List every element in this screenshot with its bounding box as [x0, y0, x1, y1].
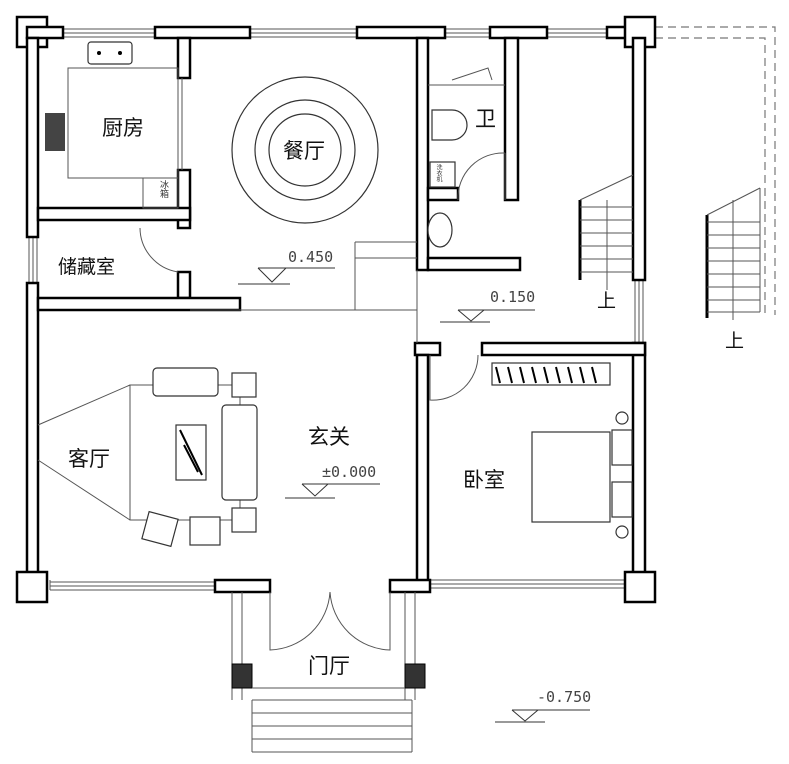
dining-steps — [190, 241, 418, 343]
outer-stair — [705, 187, 761, 320]
level-hall: 0.150 — [490, 288, 536, 306]
room-label-living: 客厅 — [68, 447, 110, 471]
doors — [139, 152, 506, 651]
level-dining: 0.450 — [288, 248, 334, 266]
entrance-porch — [231, 592, 426, 753]
terrace-outline — [655, 26, 776, 315]
washer-label: 洗衣机 — [435, 164, 442, 182]
room-label-dining: 餐厅 — [283, 139, 325, 163]
bathroom-fixtures — [427, 67, 505, 248]
room-label-foyer: 玄关 — [308, 425, 350, 449]
level-exterior: -0.750 — [537, 688, 592, 706]
room-label-bedroom: 卧室 — [463, 468, 505, 492]
room-label-kitchen: 厨房 — [102, 116, 144, 140]
walls — [15, 15, 657, 604]
stair-up-label-outer: 上 — [725, 330, 745, 352]
bedroom-furniture — [491, 362, 633, 539]
living-furniture — [37, 367, 258, 548]
room-label-storage: 储藏室 — [58, 256, 116, 278]
windows — [28, 28, 644, 591]
stair-up-label-main: 上 — [597, 290, 617, 312]
fridge-label: 冰箱 — [158, 180, 168, 198]
room-label-bathroom: 卫 — [475, 107, 496, 131]
kitchen-fixtures — [45, 41, 183, 209]
level-foyer: ±0.000 — [322, 463, 377, 481]
main-stair — [578, 174, 634, 290]
room-label-entrance-hall: 门厅 — [308, 654, 350, 678]
dining-table — [231, 76, 379, 224]
level-markers — [238, 267, 590, 723]
